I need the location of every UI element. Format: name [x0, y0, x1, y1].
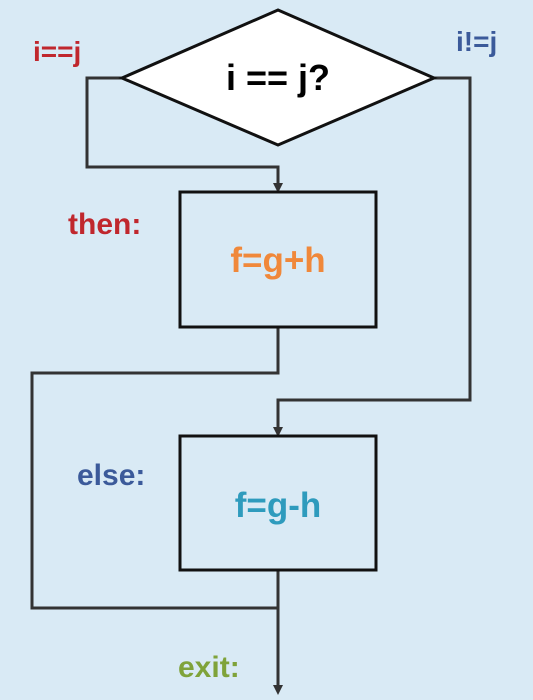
then-label: then:: [68, 208, 142, 241]
then-block-box: [178, 190, 378, 329]
true-branch-label: i==j: [33, 36, 82, 67]
decision-diamond: [118, 8, 438, 147]
else-label: else:: [77, 459, 146, 492]
false-branch-label: i!=j: [456, 26, 498, 57]
else-code: f=g-h: [234, 485, 322, 525]
then-code: f=g+h: [230, 240, 326, 280]
else-block-box: [178, 434, 378, 572]
connector-then-to-exit: [30, 327, 280, 610]
decision-text: i == j?: [225, 57, 331, 98]
connector-true-to-then: [85, 76, 283, 193]
exit-label: exit:: [178, 651, 240, 684]
connector-false-to-else: [273, 76, 472, 437]
